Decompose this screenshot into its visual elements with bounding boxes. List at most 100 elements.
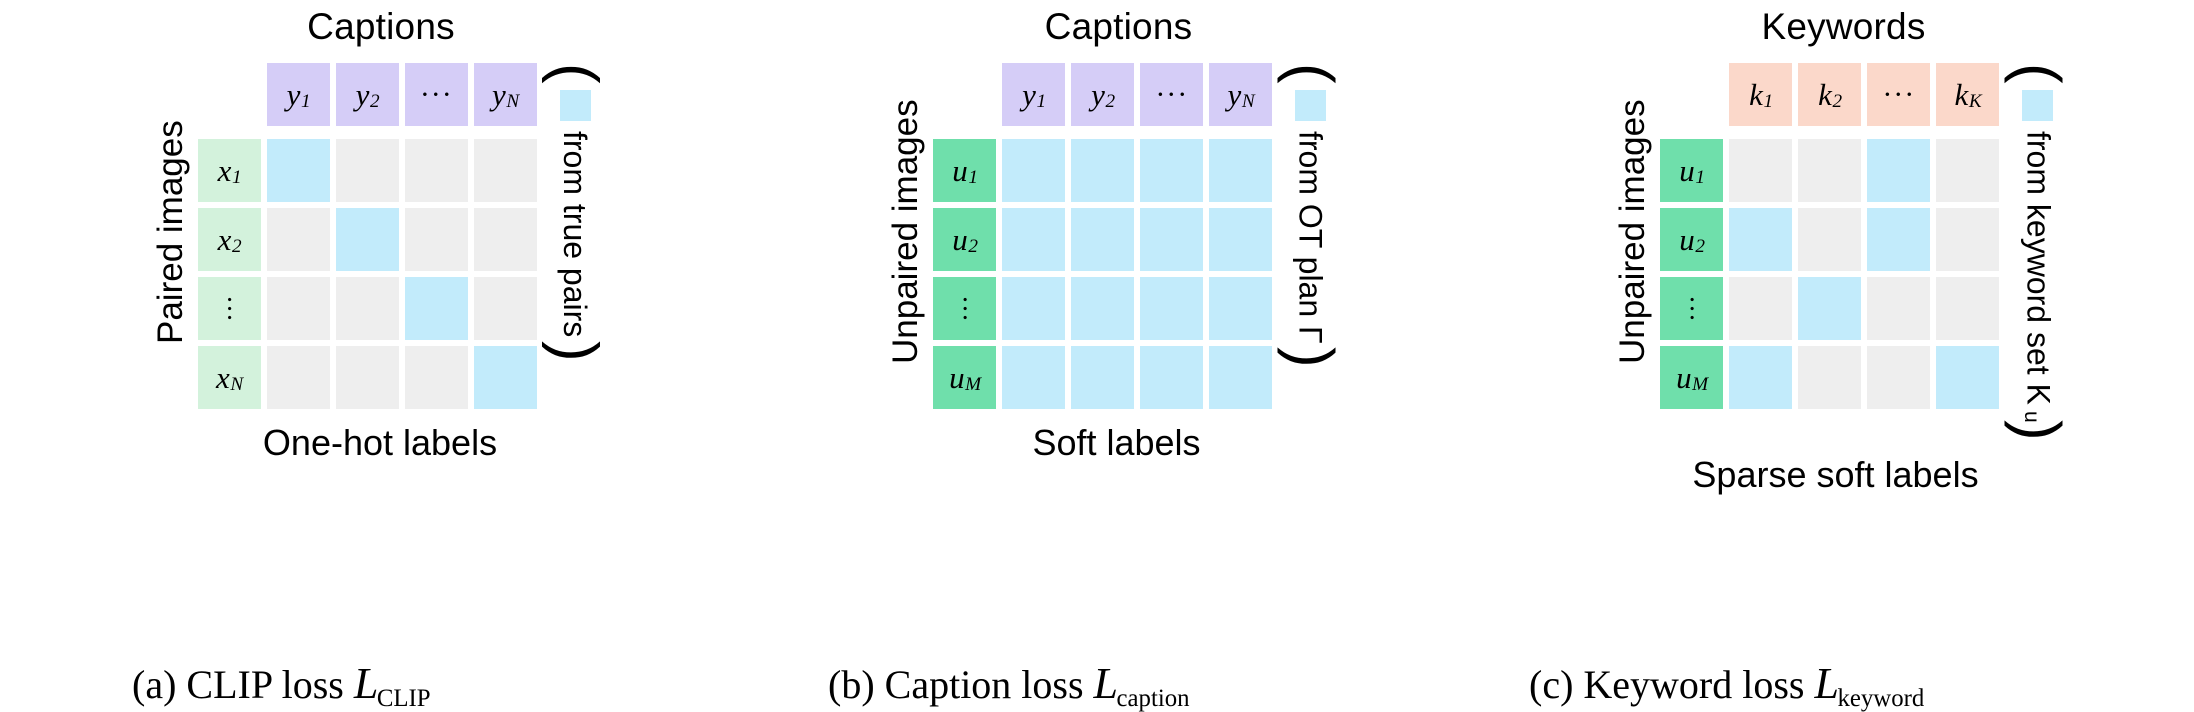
matrix-cell-inactive xyxy=(404,208,468,271)
matrix-cell-active xyxy=(1729,346,1793,409)
legend-close-paren: ) xyxy=(2003,420,2073,441)
matrix-cell-active xyxy=(473,346,537,409)
matrix-grid xyxy=(266,139,537,409)
panel-caption: (b) Caption loss Lcaption xyxy=(828,659,1191,711)
matrix-cell-inactive xyxy=(335,139,399,202)
caption-loss-symbol: L xyxy=(1814,659,1839,708)
matrix-cell-active xyxy=(266,139,330,202)
matrix-cell-active xyxy=(1729,208,1793,271)
matrix-cell-inactive xyxy=(1936,208,2000,271)
matrix-cell-active xyxy=(1867,208,1931,271)
legend-label-main: from keyword set K xyxy=(2020,130,2057,405)
legend-open-paren: ( xyxy=(1276,63,1346,84)
matrix-cell-inactive xyxy=(266,277,330,340)
bottom-axis-label: Soft labels xyxy=(1032,422,1201,463)
matrix-cell-active xyxy=(1140,277,1204,340)
legend-ot-plan: ( from OT plan Γ ) xyxy=(1276,63,1346,368)
matrix-cell-inactive xyxy=(266,346,330,409)
column-axis-title: Keywords xyxy=(1761,6,1926,47)
legend-color-swatch xyxy=(559,89,591,121)
legend-color-swatch xyxy=(1295,89,1326,121)
matrix-cell-active xyxy=(1936,346,2000,409)
legend-label: from keyword set K u xyxy=(2020,130,2057,423)
matrix-cell-active xyxy=(1209,208,1273,271)
caption-loss-subscript: caption xyxy=(1116,684,1190,712)
column-axis-title: Captions xyxy=(1044,6,1193,47)
matrix-cell-active xyxy=(1071,346,1135,409)
caption-prefix: (b) Caption loss xyxy=(828,662,1084,707)
matrix-cell-inactive xyxy=(473,277,537,340)
row-axis-label: Unpaired images xyxy=(1613,99,1653,365)
matrix-cell-active xyxy=(1071,208,1135,271)
row-header-ellipsis: ··· xyxy=(197,277,261,340)
caption-loss-subscript: CLIP xyxy=(376,684,431,712)
legend-open-paren: ( xyxy=(2003,63,2073,84)
caption-prefix: (a) CLIP loss xyxy=(132,662,344,707)
row-header-ellipsis: ··· xyxy=(1660,277,1724,340)
column-header-ellipsis: ··· xyxy=(1867,63,1931,126)
matrix-cell-active xyxy=(1209,277,1273,340)
matrix-cell-active xyxy=(1140,346,1204,409)
matrix-cell-inactive xyxy=(1936,277,2000,340)
matrix-cell-inactive xyxy=(404,139,468,202)
matrix-cell-inactive xyxy=(404,346,468,409)
caption-prefix: (c) Keyword loss xyxy=(1529,662,1805,707)
matrix-cell-active xyxy=(1209,346,1273,409)
matrix-cell-active xyxy=(1071,139,1135,202)
matrix-cell-inactive xyxy=(266,208,330,271)
matrix-cell-inactive xyxy=(1936,139,2000,202)
legend-close-paren: ) xyxy=(541,340,611,362)
column-header-ellipsis: ··· xyxy=(1140,63,1204,126)
legend-close-paren: ) xyxy=(1276,347,1346,368)
matrix-cell-active xyxy=(1002,277,1066,340)
matrix-cell-active xyxy=(404,277,468,340)
legend-label: from OT plan Γ xyxy=(1292,130,1329,344)
matrix-cell-active xyxy=(1140,139,1204,202)
matrix-cell-inactive xyxy=(1867,346,1931,409)
panel-caption: (a) CLIP loss LCLIP xyxy=(132,662,432,711)
matrix-cell-active xyxy=(1867,139,1931,202)
column-axis-title: Captions xyxy=(307,6,455,47)
column-header-ellipsis: ··· xyxy=(404,63,468,126)
bottom-axis-label: One-hot labels xyxy=(262,422,498,463)
matrix-cell-inactive xyxy=(473,139,537,202)
matrix-cell-inactive xyxy=(1798,346,1862,409)
matrix-cell-inactive xyxy=(1798,208,1862,271)
panel-caption: (c) Keyword loss Lkeyword xyxy=(1529,659,1926,711)
row-axis-label: Unpaired images xyxy=(886,99,926,365)
caption-loss-symbol: L xyxy=(1093,659,1119,708)
matrix-cell-active xyxy=(1140,208,1204,271)
matrix-cell-inactive xyxy=(1729,277,1793,340)
matrix-cell-active xyxy=(1002,208,1066,271)
matrix-cell-active xyxy=(1209,139,1273,202)
matrix-cell-active xyxy=(1002,346,1066,409)
legend-label-subscript: u xyxy=(2019,410,2043,423)
matrix-grid xyxy=(1002,139,1273,409)
matrix-cell-active xyxy=(335,208,399,271)
legend-open-paren: ( xyxy=(541,63,611,84)
legend-true-pairs: ( from true pairs ) xyxy=(541,63,611,362)
matrix-cell-inactive xyxy=(1798,139,1862,202)
legend-color-swatch xyxy=(2022,89,2053,121)
